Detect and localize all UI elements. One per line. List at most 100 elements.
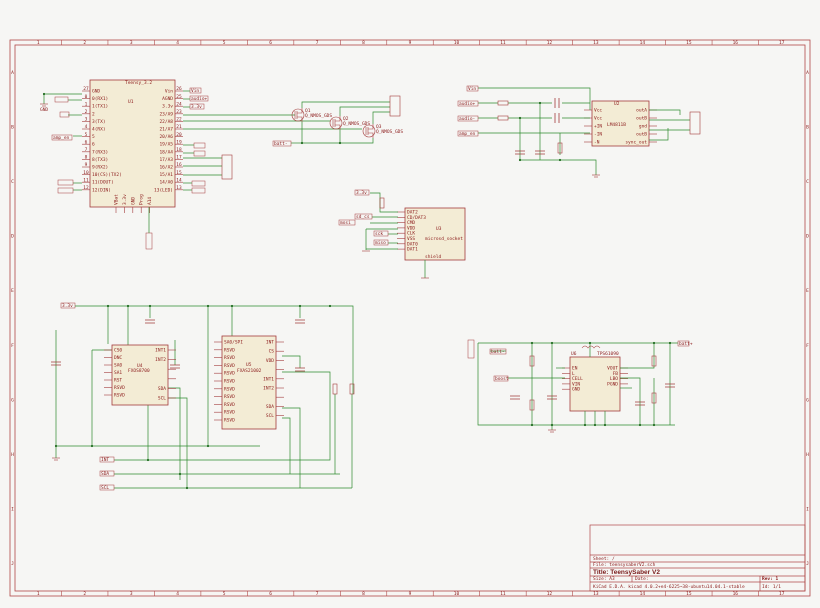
pin-name: FB [613,371,619,377]
pin-number: 7 [85,147,88,153]
net-label-audio-plus[interactable]: audio+ [189,95,209,102]
grid-col-label: 9 [409,591,412,597]
net-label-sck[interactable]: sck [373,230,389,237]
net-label-amp-en-b[interactable]: amp_en [457,130,479,137]
pin-number: 23 [176,109,182,115]
sd-socket-u3[interactable]: U3 microsd_socket DAT2CD/DAT3CMDVDDCLKVS… [397,207,466,261]
grid-row-label: D [11,234,14,240]
pin-number: 11 [83,177,89,183]
q1-ref: Q1 [305,108,311,114]
pin-name: RST [114,378,122,384]
net-label-miso[interactable]: miso [373,239,389,246]
mosfet-q3[interactable] [362,124,376,138]
pin-name: 20/A6 [159,134,173,140]
pin-name: INT2 [263,386,274,392]
pin-name: outB [636,132,647,138]
svg-text:audio+: audio+ [191,96,208,102]
junction-dot [588,341,592,345]
net-label-batt-plus[interactable]: batt+ [677,340,693,347]
tb-date: Date: [635,576,649,582]
svg-text:3.3v: 3.3v [62,303,73,309]
pin-name: 9(RX2) [92,165,108,171]
u6-name: TPS61090 [597,351,619,357]
connector-led[interactable] [389,95,401,117]
connector-j1[interactable] [221,154,233,180]
pin-name: 10(CS)(TX2) [92,172,122,178]
net-label-sd-cs[interactable]: sd_cs [354,213,373,220]
pin-name: 12(DIN) [92,187,111,193]
junction-dot [185,486,189,490]
pin-name: RSVD [224,379,235,385]
u5-ref: U5 [246,362,252,368]
pin-name: 3.3v [122,194,128,205]
net-label-vin-b[interactable]: Vin [466,85,479,92]
pin-name: GND [130,197,136,205]
net-label-3v3-sd[interactable]: 3.3v [354,189,370,196]
pin-number: 13 [176,185,182,191]
tb-sheet: Sheet: / [593,556,615,562]
grid-row-label: D [806,234,809,240]
net-label-scl[interactable]: SCL [99,484,115,491]
net-label-sda[interactable]: SDA [99,470,115,477]
net-label-audio-plus-b[interactable]: audio+ [457,100,479,107]
amp-wires [478,87,690,175]
net-label-batt-minus-a[interactable]: batt- [272,140,292,147]
sd-resistor [379,197,385,209]
mosfet-q1[interactable] [291,108,305,122]
pin-name: GND [92,89,100,95]
fxas21002-u5[interactable]: U5 FXAS21002 SA0/SPIRSVDRSVDRSVDRSVDRSVD… [214,335,284,430]
pin-number: 21 [176,124,182,130]
pin-number: 15 [176,170,182,176]
grid-row-label: I [11,507,14,513]
teensy-u1[interactable]: Teensy_3.2 U1 GND270(RX1)01(TX1)1223(TX)… [82,79,183,213]
grid-col-label: 5 [223,591,226,597]
pin-name: 6 [92,142,95,148]
tb-title: Title: TeensySaber V2 [593,569,660,576]
net-label-boost[interactable]: boost [493,375,509,382]
pin-name: +IN [594,124,602,130]
net-label-3v3-b[interactable]: 3.3v [60,302,76,309]
junction-dot [558,158,562,162]
pin-name: VDD [266,358,274,364]
net-label-vin-a[interactable]: Vin [189,87,202,94]
mosfet-q2[interactable] [329,116,343,130]
pin-name: INT [266,340,274,346]
speaker-connector[interactable] [689,111,701,135]
grid-col-label: 14 [640,591,646,597]
pin-name: AGND [162,96,173,102]
pin-number: 17 [176,155,182,161]
net-label-int[interactable]: INT [99,456,115,463]
pin-name: 22/A8 [159,119,173,125]
net-label-mosi[interactable]: mosi [338,219,356,226]
net-label-batt-minus[interactable]: batt- [489,348,507,355]
pin-name: sync_out [625,140,647,146]
junction-dot [42,92,46,96]
u2-ref: U2 [614,101,620,107]
grid-col-label: 6 [269,591,272,597]
junction-dot [538,101,542,105]
svg-text:amp_en: amp_en [459,132,476,137]
pin-name: DNC [114,355,122,361]
junction-dot [652,341,656,345]
svg-text:batt+: batt+ [679,341,693,347]
u2-name: LM4811B [607,122,626,128]
pin-name: RSVD [224,418,235,424]
svg-text:INT: INT [101,457,109,463]
sensor-wires [55,305,354,489]
pin-name: VOUT [607,366,618,372]
junction-dot [338,141,342,145]
grid-col-label: 13 [593,591,599,597]
net-label-amp-en[interactable]: amp_en [51,134,73,141]
net-label-3v3-a[interactable]: 3.3v [189,103,205,110]
pin-name: 18/A4 [159,149,173,155]
grid-row-label: E [11,288,14,294]
grid-col-label: 12 [547,591,553,597]
net-label-audio-minus[interactable]: audio- [457,115,479,122]
pin-number: 24 [176,101,182,107]
junction-dot [518,116,522,120]
